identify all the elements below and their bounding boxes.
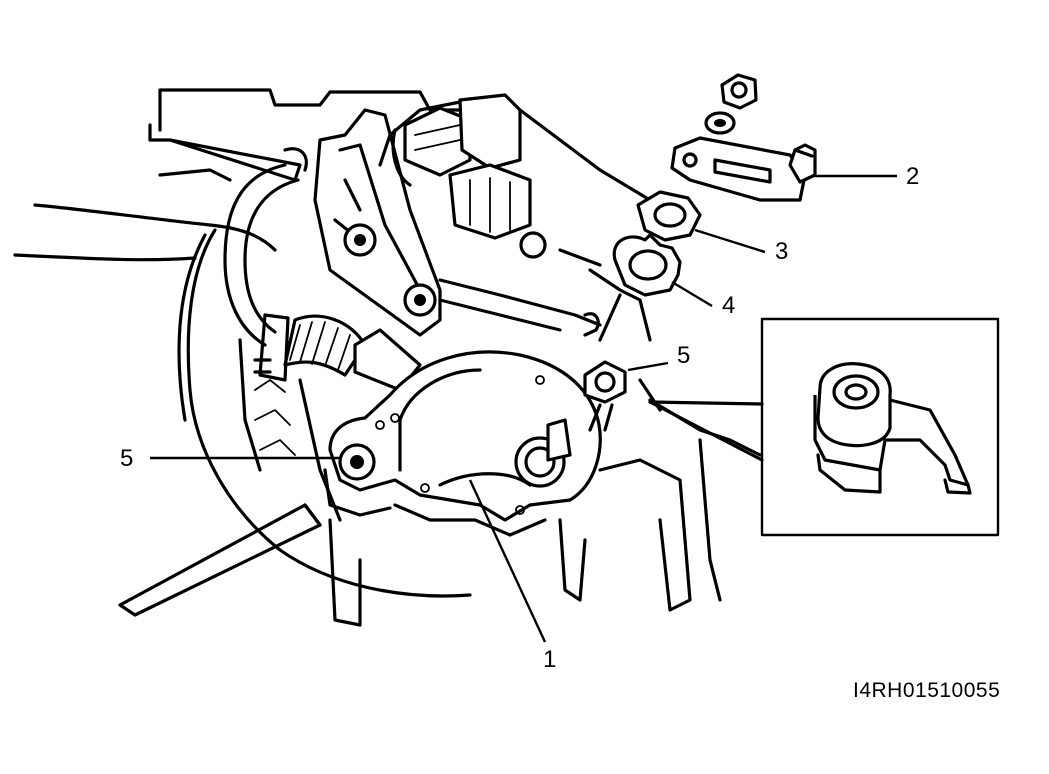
fasteners [598, 73, 758, 342]
wiring-harness [223, 93, 532, 392]
mounting-bracket [313, 108, 602, 337]
callout-5-right: 5 [677, 342, 691, 369]
neutral-start-switch [323, 350, 627, 537]
figure-code: I4RH01510055 [853, 679, 1001, 702]
inset-lever-part [813, 362, 972, 495]
callout-leaders [150, 174, 897, 643]
shift-lever [670, 136, 817, 202]
callout-1: 1 [543, 646, 557, 673]
probe-tool [118, 138, 322, 617]
callout-4: 4 [722, 292, 736, 319]
inset-detail [648, 317, 1000, 537]
callout-3: 3 [775, 238, 789, 265]
callout-2: 2 [906, 163, 920, 190]
callout-5-left: 5 [120, 445, 134, 472]
